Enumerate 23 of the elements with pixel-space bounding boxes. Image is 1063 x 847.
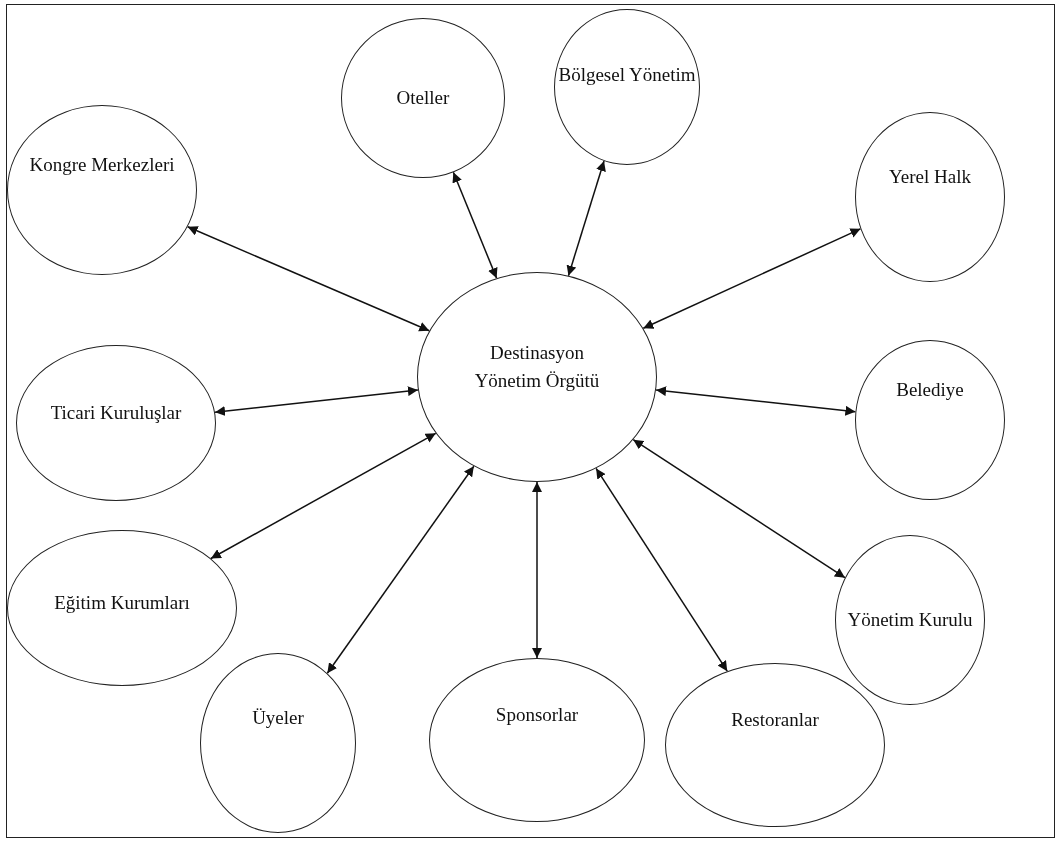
double-arrow xyxy=(632,438,846,579)
double-arrow xyxy=(210,432,437,560)
node-label: Restoranlar xyxy=(731,708,819,732)
node-label: Destinasyon Yönetim Örgütü xyxy=(473,341,601,393)
double-arrow xyxy=(186,226,431,332)
node-label: Üyeler xyxy=(252,706,304,730)
double-arrow xyxy=(595,467,728,672)
double-arrow xyxy=(655,386,857,416)
node-label: Belediye xyxy=(896,378,964,402)
double-arrow xyxy=(642,228,862,330)
double-arrow xyxy=(532,481,542,659)
node-label: Sponsorlar xyxy=(495,703,579,727)
double-arrow xyxy=(326,465,475,675)
double-arrow xyxy=(214,386,419,417)
node-label: Yönetim Kurulu xyxy=(847,608,973,632)
node-label: Bölgesel Yönetim xyxy=(558,63,696,87)
node-label: Oteller xyxy=(396,86,450,110)
node-label: Eğitim Kurumları xyxy=(54,591,190,615)
node-label: Ticari Kuruluşlar xyxy=(50,401,182,425)
double-arrow xyxy=(566,160,606,277)
node-label: Yerel Halk xyxy=(889,165,971,189)
node-label: Kongre Merkezleri xyxy=(29,153,175,177)
double-arrow xyxy=(452,171,498,279)
